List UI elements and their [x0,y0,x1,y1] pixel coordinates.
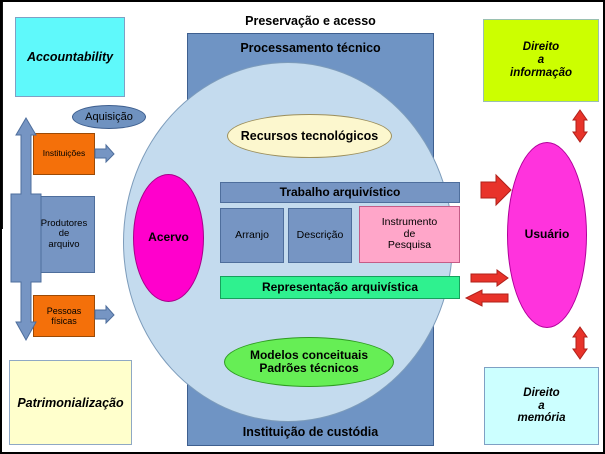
archival-work-box: Trabalho arquivístico [220,182,460,203]
technological-resources-ellipse: Recursos tecnológicos [227,114,392,158]
red-double-arrow-bottom-right [572,326,588,360]
archival-representation-box: Representação arquivística [220,276,460,299]
institutions-box: Instituições [33,133,95,175]
blue-arrow-natural-persons [94,304,115,325]
natural-persons-box: Pessoas físicas [33,295,95,337]
red-arrow-representation-to-user [470,269,509,287]
accountability-label: Accountability [26,50,114,64]
holdings-ellipse: Acervo [133,174,204,302]
natural-persons-label-line2: físicas [51,316,77,326]
vertical-divider [2,2,3,229]
red-arrow-work-to-user [480,173,512,207]
accountability-box: Accountability [15,17,125,97]
right-to-information-box: Direito a informação [483,19,599,102]
user-ellipse: Usuário [507,142,587,328]
arrangement-box: Arranjo [220,208,284,263]
institutions-label: Instituições [42,148,86,159]
processing-technical-label: Processamento técnico [240,41,381,55]
right-to-memory-line2: a [538,399,545,412]
preservation-access-title: Preservação e acesso [245,14,376,28]
arrangement-label: Arranjo [235,228,269,241]
red-double-arrow-top-right [572,109,588,143]
description-box: Descrição [288,208,352,263]
acquisition-ellipse: Aquisição [72,105,146,129]
natural-persons-label-line1: Pessoas [46,305,82,316]
right-to-memory-box: Direito a memória [484,367,599,445]
conceptual-models-ellipse: Modelos conceituais Padrões técnicos [224,337,394,387]
technological-resources-label: Recursos tecnológicos [240,129,379,143]
patrimonialization-label: Patrimonialização [17,395,124,410]
right-to-information-line2: a [537,54,545,67]
conceptual-models-label-line1: Modelos conceituais [249,347,369,362]
archival-representation-label: Representação arquivística [261,279,419,294]
finding-aid-label-line1: Instrumento [381,215,438,228]
blue-arrow-institutions [94,143,115,164]
right-to-memory-line1: Direito [523,386,560,399]
right-to-memory-line3: memória [517,412,566,425]
custody-institution-label: Instituição de custódia [242,425,379,439]
holdings-label: Acervo [148,230,189,245]
conceptual-models-label-line2: Padrões técnicos [259,361,359,375]
archival-work-label: Trabalho arquivístico [279,184,401,199]
producers-label-line2: de [58,228,70,240]
user-label: Usuário [524,227,570,242]
producers-box: Produtores de arquivo [33,196,95,273]
right-to-information-line1: Direito [522,41,560,54]
producers-label-line1: Produtores [40,217,88,229]
producers-label-line3: arquivo [48,238,80,250]
finding-aid-label-line3: Pesquisa [387,239,432,252]
right-to-information-line3: informação [510,66,572,79]
description-label: Descrição [296,228,344,241]
red-arrow-user-to-representation [464,289,509,307]
finding-aid-label-line2: de [403,227,416,240]
finding-aid-box: Instrumento de Pesquisa [359,206,460,263]
patrimonialization-box: Patrimonialização [9,360,132,445]
acquisition-label: Aquisição [85,110,133,123]
